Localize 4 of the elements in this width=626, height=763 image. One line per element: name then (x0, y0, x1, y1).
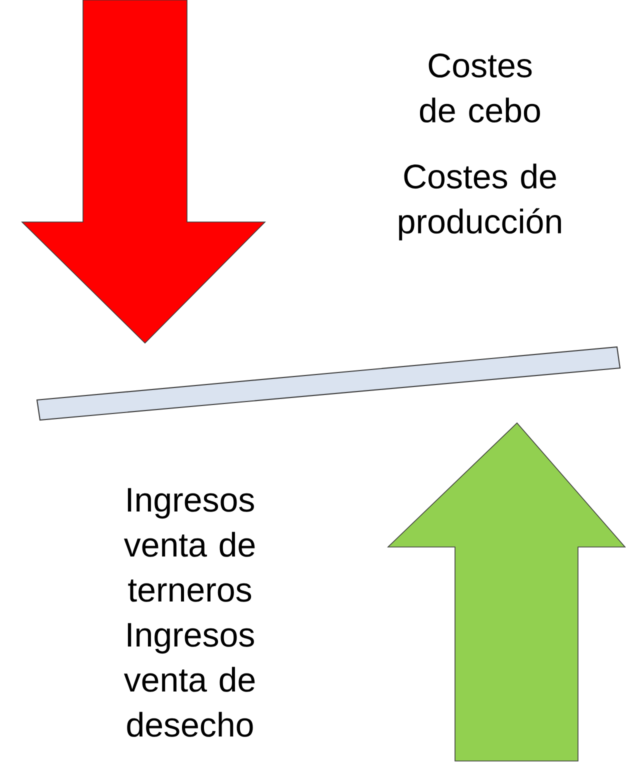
label-text: Costes de cebo (420, 53, 540, 123)
label-text: Ingresos venta de terneros (124, 488, 255, 602)
label-text: Costes de producción (399, 164, 561, 240)
label-text: Ingresos venta de desecho (124, 623, 255, 737)
